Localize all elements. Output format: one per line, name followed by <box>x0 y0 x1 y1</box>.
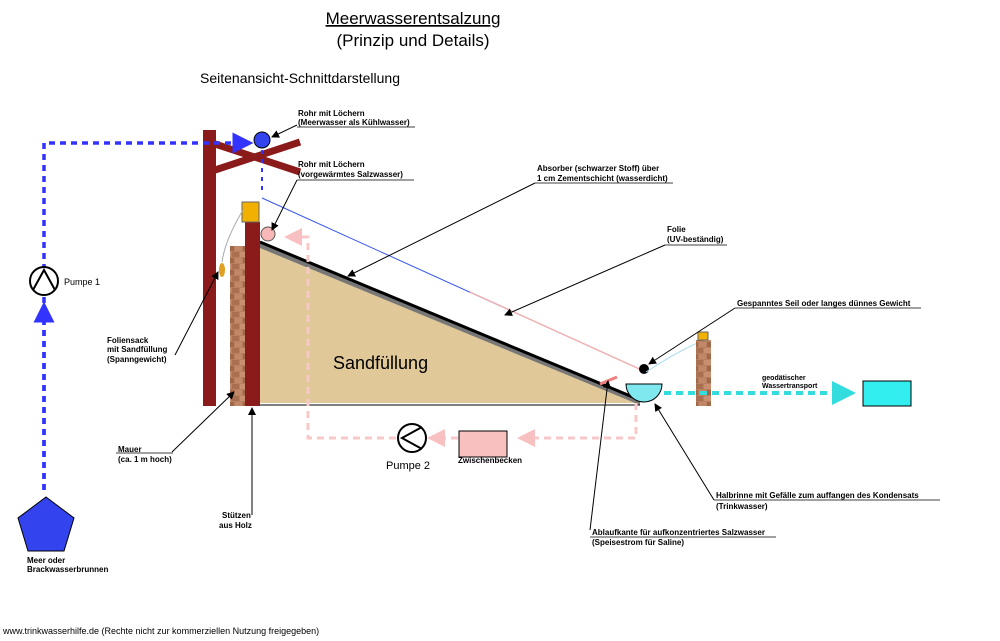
sandbag-label-2: mit Sandfüllung <box>107 345 168 354</box>
rope-label: Gespanntes Seil oder langes dünnes Gewic… <box>737 299 911 308</box>
pointer-foil <box>504 244 666 316</box>
mid-pipe-label-2: (vorgewärmtes Salzwasser) <box>298 170 403 179</box>
channel-label-2: (Trinkwasser) <box>716 502 768 511</box>
seawater-flow <box>42 132 254 490</box>
sandbag-label-3: (Spanngewicht) <box>107 355 167 364</box>
pump2-icon <box>397 423 427 453</box>
seawater-pipe <box>253 131 271 149</box>
buffer-label: Zwischenbecken <box>458 456 522 465</box>
tension-rope <box>645 341 701 373</box>
footer-credit: www.trinkwasserhilfe.de (Rechte nicht zu… <box>2 626 319 636</box>
foil-pink-end <box>469 291 647 373</box>
freshwater-tank <box>862 380 912 407</box>
pointer-channel <box>654 403 715 501</box>
sandbag-string <box>221 209 244 263</box>
pointer-top-pipe <box>271 124 298 138</box>
cross-beam-2 <box>207 138 302 176</box>
absorber <box>259 240 641 402</box>
wall-label-1: Mauer <box>118 445 142 454</box>
right-brick-wall <box>696 340 711 406</box>
sea-label-2: Brackwasserbrunnen <box>27 565 108 574</box>
tension-weight <box>639 364 649 374</box>
view-label: Seitenansicht-Schnittdarstellung <box>200 70 400 86</box>
sandbag-label-1: Foliensack <box>107 336 149 345</box>
left-brick-wall <box>230 246 245 406</box>
edge-label-2: (Speisestrom für Saline) <box>592 538 684 547</box>
edge-label-1: Ablaufkante für aufkonzentriertes Salzwa… <box>592 528 765 537</box>
condensate-channel <box>625 383 663 403</box>
pointer-absorber <box>347 182 536 277</box>
mid-pipe-label-1: Rohr mit Löchern <box>298 160 365 169</box>
pointer-rope <box>648 307 736 365</box>
brine-pipe <box>260 226 276 242</box>
pump1-icon <box>29 266 59 296</box>
foil-label-1: Folie <box>667 225 686 234</box>
absorber-label-1: Absorber (schwarzer Stoff) über <box>537 164 659 173</box>
channel-label-1: Halbrinne mit Gefälle zum auffangen des … <box>716 491 919 500</box>
pointer-drain-edge <box>589 380 612 531</box>
pump1-label: Pumpe 1 <box>64 277 100 287</box>
diagram-title: Meerwasserentsalzung <box>326 9 501 28</box>
supports-label-1: Stützen <box>222 511 251 520</box>
foil-clamp <box>241 201 260 223</box>
buffer-tank <box>458 430 508 458</box>
absorber-label-2: 1 cm Zementschicht (wasserdicht) <box>537 174 668 183</box>
top-pipe-label-1: Rohr mit Löchern <box>298 109 365 118</box>
pump1-arrow <box>32 267 56 291</box>
foil-label-2: (UV-beständig) <box>667 235 724 244</box>
wall-label-2: (ca. 1 m hoch) <box>118 455 172 464</box>
sea-icon <box>17 496 75 552</box>
transport-label-1: geodätischer <box>762 375 806 382</box>
pump2-label: Pumpe 2 <box>386 460 430 472</box>
wooden-post-left <box>203 130 216 406</box>
pointer-mid-pipe <box>271 179 298 231</box>
pointer-wall <box>171 391 235 453</box>
sea-label-1: Meer oder <box>27 556 65 565</box>
pointer-sandbag <box>174 271 219 356</box>
transport-label-2: Wassertransport <box>762 383 818 390</box>
sandbag <box>219 263 225 277</box>
right-clamp <box>697 331 709 341</box>
supports-label-2: aus Holz <box>219 521 252 530</box>
top-pipe-label-2: (Meerwasser als Kühlwasser) <box>298 118 410 127</box>
wooden-post-right <box>245 222 260 406</box>
drain-edge <box>599 375 618 386</box>
diagram-subtitle: (Prinzip und Details) <box>336 31 489 50</box>
sand-fill-label: Sandfüllung <box>333 353 428 373</box>
pump2-arrow <box>399 426 423 450</box>
brine-flow-to-buffer <box>517 403 638 447</box>
